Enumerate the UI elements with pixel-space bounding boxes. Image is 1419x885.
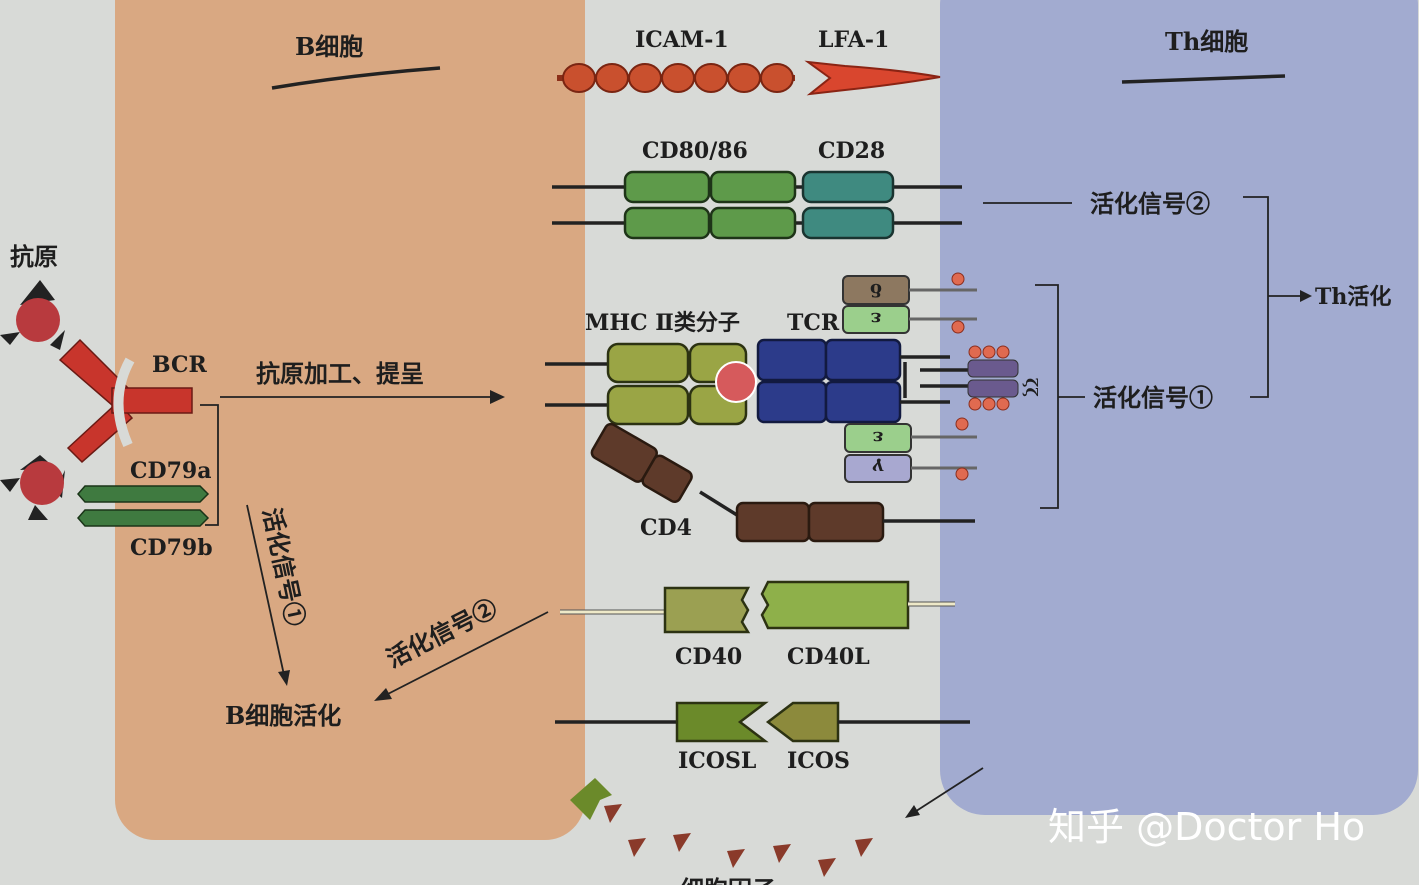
bcr-label: BCR — [152, 352, 208, 378]
th-cell-underline — [1121, 74, 1286, 84]
cd79b-label: CD79b — [130, 535, 213, 561]
b-signal2-arrowhead — [374, 688, 392, 701]
cd3-delta-label: δ — [870, 279, 882, 300]
cd3-gamma-label: γ — [872, 457, 884, 478]
tcr-label: TCR — [787, 310, 840, 336]
cd3-epsilon-label-2: ε — [873, 427, 884, 448]
b-activation-label: B细胞活化 — [225, 701, 341, 730]
th-activation-label: Th活化 — [1315, 284, 1391, 310]
b-signal2-arrow — [381, 611, 549, 698]
antigen-particles — [0, 280, 65, 520]
b-cell-body — [115, 0, 585, 840]
cd40l-molecule — [760, 580, 955, 630]
cd4-molecule — [590, 422, 975, 543]
b-signal1-arrowhead — [278, 670, 290, 686]
cd80-86-cd28-pair — [552, 170, 962, 240]
cd79-molecules — [77, 485, 210, 527]
icam1-molecule — [557, 63, 795, 93]
cd80-86-label: CD80/86 — [642, 138, 748, 164]
tcr-molecule — [756, 338, 902, 424]
antigen-label: 抗原 — [10, 242, 58, 271]
icos-label: ICOS — [787, 748, 850, 774]
bcr-molecule — [58, 338, 193, 464]
icam1-label: ICAM-1 — [635, 27, 729, 53]
cd28-label: CD28 — [818, 138, 885, 164]
right-signal1-label: 活化信号① — [1093, 383, 1213, 412]
lfa1-label: LFA-1 — [818, 27, 889, 53]
cd40-label: CD40 — [675, 644, 742, 670]
icosl-label: ICOSL — [678, 748, 756, 774]
cd4-label: CD4 — [640, 515, 692, 541]
antigen-peptide — [715, 361, 757, 403]
b-signal1-arrow — [246, 504, 285, 676]
icosl-molecule — [555, 701, 769, 743]
cd79a-label: CD79a — [130, 458, 211, 484]
b-cell-label: B细胞 — [295, 32, 363, 61]
bcr-membrane-notch — [113, 357, 135, 448]
cd40l-label: CD40L — [787, 644, 870, 670]
cd3-chains: δ ε ε γ — [842, 272, 977, 483]
cytokine-secretion-arrow — [909, 767, 984, 816]
th-activation-bracket — [1243, 196, 1269, 398]
th-cell-label: Th细胞 — [1165, 27, 1248, 56]
cd40-molecule — [560, 586, 751, 634]
processing-arrowhead — [490, 390, 505, 404]
cytokines — [604, 804, 873, 877]
zeta-label: ζζ — [1022, 378, 1041, 397]
zeta-chains: ζζ — [967, 345, 1041, 411]
cytokines-label: 细胞因子 — [680, 875, 776, 885]
icos-molecule — [765, 701, 970, 743]
bcr-complex-bracket — [200, 404, 219, 526]
watermark: 知乎 @Doctor Ho — [1048, 805, 1365, 849]
cytokine-receptor — [570, 778, 612, 820]
cd3-epsilon-label-1: ε — [871, 308, 882, 329]
tcr-transmembrane — [900, 355, 968, 404]
lfa1-molecule — [804, 60, 941, 96]
b-cell-underline — [271, 66, 441, 90]
th-activation-arrowhead — [1300, 290, 1312, 302]
right-signal2-label: 活化信号② — [1090, 189, 1210, 218]
cytokine-arrowhead — [905, 805, 920, 818]
mhc2-label: MHC Ⅱ类分子 — [585, 310, 740, 336]
processing-label: 抗原加工、提呈 — [256, 359, 424, 388]
